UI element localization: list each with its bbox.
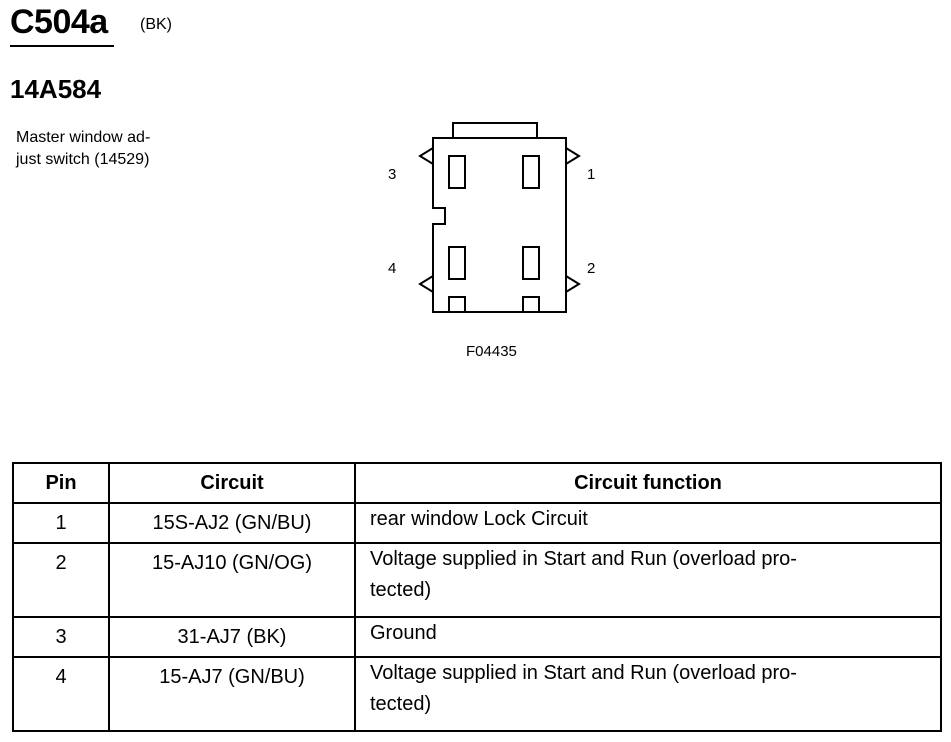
part-number: 14A584 [10,74,102,104]
connector-id-underline [10,45,114,47]
pin-3-cavity [448,155,466,189]
cell-pin: 1 [12,502,110,544]
header-pin: Pin [12,462,110,504]
cell-pin: 4 [12,656,110,732]
connector-face-diagram: 3 1 4 2 [388,122,595,313]
cell-function: Ground [354,616,942,658]
function-text: Ground [370,622,437,644]
cell-function: Voltage supplied in Start and Run (overl… [354,656,942,732]
component-description: Master window ad- just switch (14529) [16,127,150,171]
pin-table: Pin Circuit Circuit function 1 15S-AJ2 (… [12,462,942,732]
table-row: 3 31-AJ7 (BK) Ground [12,616,942,658]
connector-top-tab [452,122,538,139]
description-line-2: just switch (14529) [16,151,150,168]
header-circuit: Circuit [108,462,356,504]
cell-circuit: 31-AJ7 (BK) [108,616,356,658]
description-line-1: Master window ad- [16,129,151,146]
pin-1-latch [565,146,581,166]
cell-circuit: 15-AJ10 (GN/OG) [108,542,356,618]
table-row: 2 15-AJ10 (GN/OG) Voltage supplied in St… [12,542,942,618]
bottom-slot-right [522,296,540,313]
header-circuit-function: Circuit function [354,462,942,504]
bottom-slot-left [448,296,466,313]
pin-label-3: 3 [388,166,396,183]
cell-circuit: 15-AJ7 (GN/BU) [108,656,356,732]
cell-function: rear window Lock Circuit [354,502,942,544]
pin-2-latch [565,274,581,294]
pin-label-2: 2 [587,260,595,277]
pin-4-latch [418,274,434,294]
cell-circuit: 15S-AJ2 (GN/BU) [108,502,356,544]
figure-code: F04435 [466,343,517,360]
cell-pin: 3 [12,616,110,658]
table-row: 4 15-AJ7 (GN/BU) Voltage supplied in Sta… [12,656,942,732]
connector-id: C504a [10,3,108,41]
pin-1-cavity [522,155,540,189]
function-text: Voltage supplied in Start and Run (overl… [370,662,797,715]
pin-4-cavity [448,246,466,280]
cell-function: Voltage supplied in Start and Run (overl… [354,542,942,618]
table-header-row: Pin Circuit Circuit function [12,462,942,504]
connector-color: (BK) [140,16,172,33]
pin-label-1: 1 [587,166,595,183]
table-row: 1 15S-AJ2 (GN/BU) rear window Lock Circu… [12,502,942,544]
function-text: rear window Lock Circuit [370,508,588,530]
pin-2-cavity [522,246,540,280]
pin-label-4: 4 [388,260,396,277]
function-text: Voltage supplied in Start and Run (overl… [370,548,797,601]
pin-3-latch [418,146,434,166]
cell-pin: 2 [12,542,110,618]
